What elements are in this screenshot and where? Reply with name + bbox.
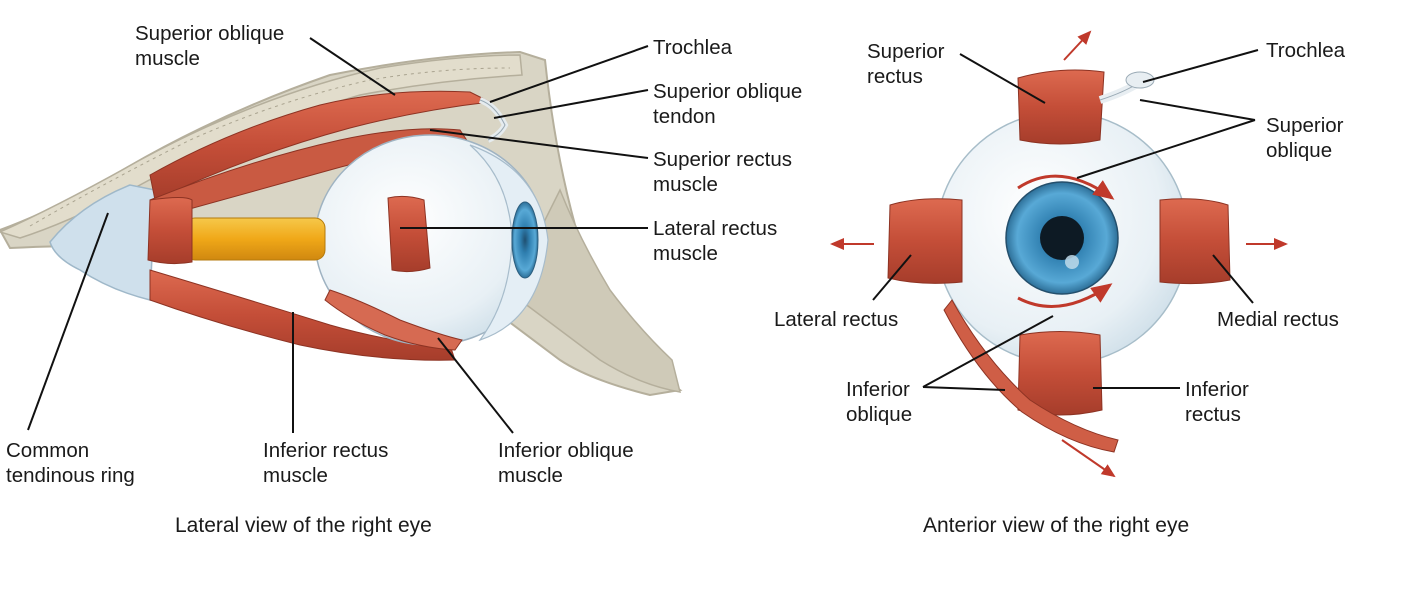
orbital-roof xyxy=(0,54,523,239)
pupil xyxy=(1040,216,1084,260)
label-superior-rectus-muscle: Superior rectus muscle xyxy=(653,148,793,196)
label-inferior-rectus: Inferior rectus xyxy=(1185,378,1249,426)
anterior-view-drawing xyxy=(830,30,1288,478)
label-superior-oblique-muscle: Superior oblique muscle xyxy=(135,22,285,70)
label-superior-oblique: Superior oblique xyxy=(1266,114,1344,162)
optic-nerve xyxy=(184,217,326,261)
label-trochlea-anterior: Trochlea xyxy=(1266,39,1345,62)
label-medial-rectus: Medial rectus xyxy=(1217,308,1339,331)
cornea xyxy=(469,144,549,342)
lateral-rectus-cut-origin xyxy=(147,197,193,265)
ant-medial-rectus-shape xyxy=(1159,198,1231,285)
label-lateral-rectus: Lateral rectus xyxy=(774,308,899,331)
ant-superior-rectus-shape xyxy=(1017,69,1105,145)
label-inferior-oblique: Inferior oblique xyxy=(846,378,913,426)
inferior-oblique-shape xyxy=(324,289,463,351)
label-lateral-rectus-muscle: Lateral rectus muscle xyxy=(653,217,778,265)
label-common-tendinous-ring: Common tendinous ring xyxy=(6,439,135,487)
caption-anterior-view: Anterior view of the right eye xyxy=(923,514,1190,537)
caption-lateral-view: Lateral view of the right eye xyxy=(175,514,432,537)
label-superior-rectus: Superior rectus xyxy=(867,40,945,88)
label-superior-oblique-tendon: Superior oblique tendon xyxy=(653,80,803,128)
ant-lateral-rectus-shape xyxy=(887,198,963,284)
label-inferior-rectus-muscle: Inferior rectus muscle xyxy=(263,439,389,487)
lateral-rectus-insertion xyxy=(387,195,431,273)
label-inferior-oblique-muscle: Inferior oblique muscle xyxy=(498,439,634,487)
common-tendinous-ring xyxy=(49,184,156,301)
label-trochlea-lateral: Trochlea xyxy=(653,36,732,59)
maxilla-bone xyxy=(519,188,682,393)
leader-lines xyxy=(27,37,1259,434)
ant-inferior-oblique-shape xyxy=(943,299,1119,453)
iris-lateral xyxy=(511,201,539,279)
lateral-view-drawing xyxy=(0,50,683,397)
